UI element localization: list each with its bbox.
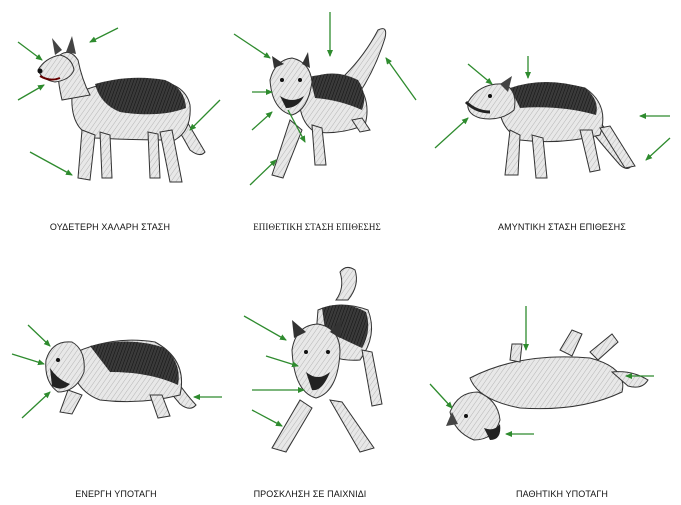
arrows-panel-5 — [243, 315, 305, 427]
caption-passive-submission: ΠΑΘΗΤΙΚΗ ΥΠΟΤΑΓΗ — [515, 489, 609, 499]
dog-passive-submission — [446, 329, 649, 441]
caption-defensive-aggressive: ΑΜΥΝΤΙΚΗ ΣΤΑΣΗ ΕΠΙΘΕΣΗΣ — [498, 222, 626, 232]
caption-offensive-aggressive: ΕΠΙΘΕΤΙΚΗ ΣΤΑΣΗ ΕΠΙΘΕΣΗΣ — [253, 222, 381, 232]
caption-active-submission: ΕΝΕΡΓΗ ΥΠΟΤΑΓΗ — [75, 489, 157, 499]
arrows-panel-6 — [429, 306, 654, 437]
dog-play-bow — [271, 266, 383, 453]
dog-neutral-relaxed — [37, 36, 206, 183]
dog-defensive-aggressive — [464, 76, 636, 179]
dog-offensive-aggressive — [269, 28, 387, 179]
arrows-panel-3 — [434, 56, 671, 161]
arrows-panel-2 — [233, 12, 417, 186]
dog-active-submission — [45, 339, 197, 419]
arrows-panel-4 — [11, 324, 222, 419]
arrows-panel-1 — [17, 27, 221, 176]
caption-play-bow: ΠΡΟΣΚΛΗΣΗ ΣΕ ΠΑΙΧΝΙΔΙ — [253, 489, 367, 499]
caption-neutral-relaxed: ΟΥΔΕΤΕΡΗ ΧΑΛΑΡΗ ΣΤΑΣΗ — [49, 222, 171, 232]
